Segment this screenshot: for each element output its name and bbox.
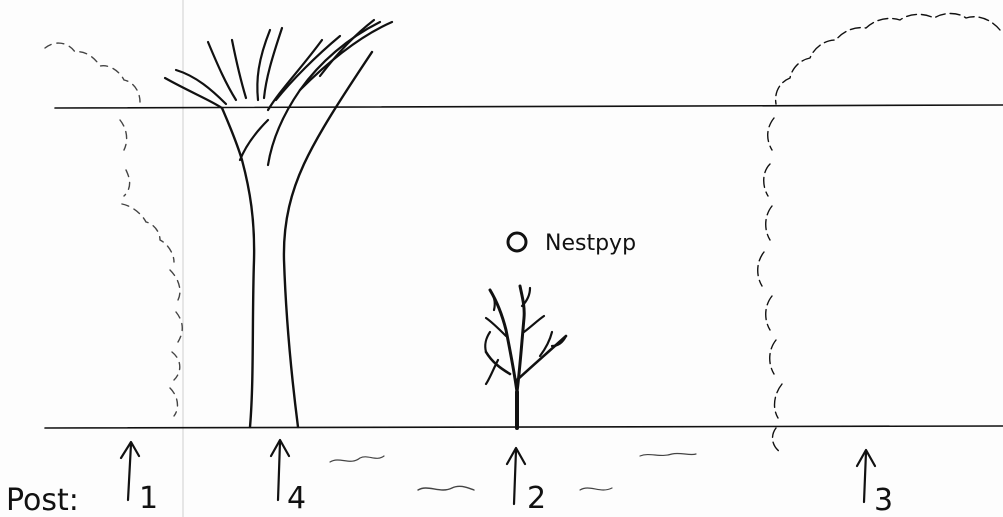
post-arrow-2 bbox=[505, 446, 527, 506]
post-arrow-1 bbox=[119, 440, 141, 502]
post-label: Post: bbox=[6, 483, 79, 517]
left-bush-outline bbox=[44, 42, 183, 417]
nest-circle-icon bbox=[506, 231, 528, 253]
sapling-icon bbox=[484, 284, 568, 430]
ground-line bbox=[44, 425, 1003, 429]
post-number-1: 1 bbox=[139, 481, 158, 516]
post-number-4: 4 bbox=[287, 481, 306, 516]
post-number-2: 2 bbox=[527, 481, 546, 516]
nest-label: Nestpyp bbox=[545, 231, 636, 256]
tree-icon bbox=[163, 18, 394, 429]
post-arrow-4 bbox=[269, 438, 291, 502]
post-number-3: 3 bbox=[874, 483, 893, 517]
right-bush-outline bbox=[757, 12, 1001, 453]
post-arrow-3 bbox=[855, 448, 877, 504]
top-horizontal-line bbox=[54, 104, 1003, 109]
